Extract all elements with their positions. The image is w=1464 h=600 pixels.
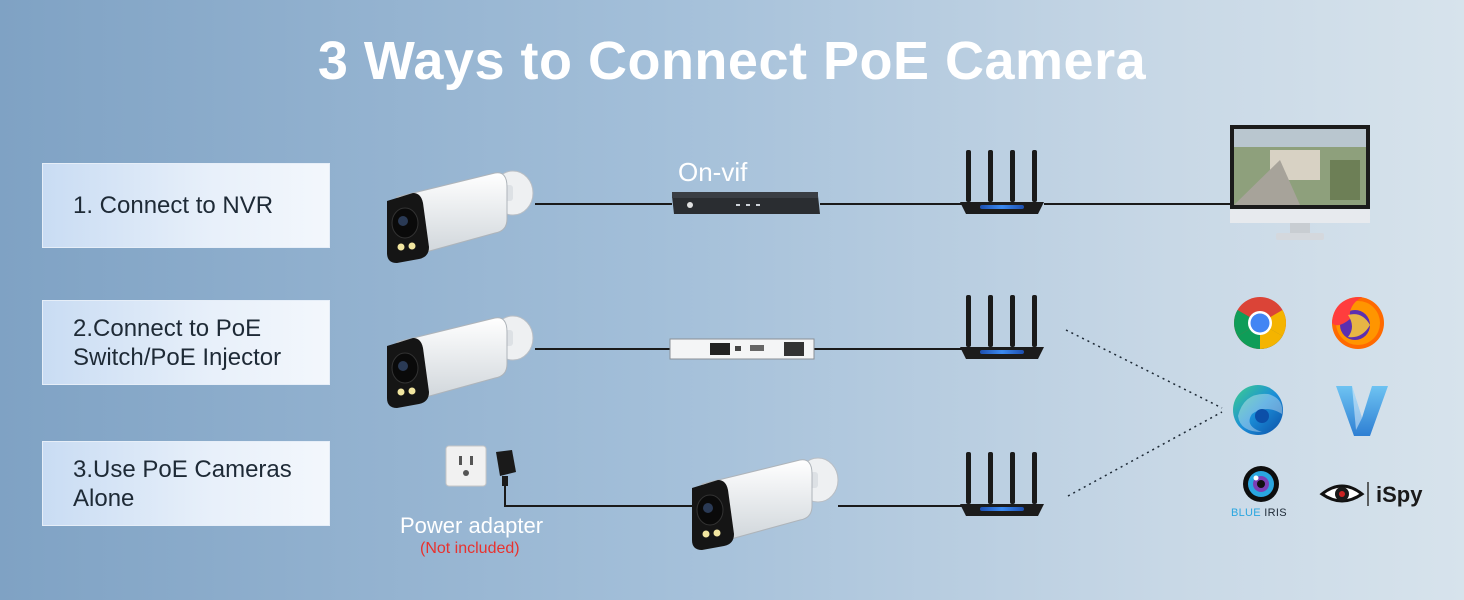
router-icon <box>960 452 1044 516</box>
camera-icon <box>691 457 839 551</box>
option-label: 3.Use PoE Cameras Alone <box>73 455 292 512</box>
router-icon <box>960 295 1044 359</box>
chrome-icon <box>1234 297 1286 349</box>
blue-iris-label-a: BLUE <box>1231 507 1261 519</box>
page-title: 3 Ways to Connect PoE Camera <box>317 31 1147 91</box>
cable-line <box>504 486 694 507</box>
camera-icon <box>386 315 534 409</box>
router-icon <box>960 150 1044 214</box>
option-use-alone: 3.Use PoE Cameras Alone <box>42 441 330 526</box>
option-label: 2.Connect to PoE Switch/PoE Injector <box>73 314 282 371</box>
blue-iris-label-b: IRIS <box>1264 507 1287 519</box>
vlc-v-icon <box>1336 386 1388 436</box>
ispy-eye-icon <box>1319 482 1369 506</box>
wall-outlet-icon <box>445 445 487 487</box>
nvr-icon <box>672 192 820 214</box>
not-included-label: (Not included) <box>420 540 520 557</box>
power-adapter-icon <box>496 450 516 486</box>
blue-iris-icon <box>1243 466 1279 502</box>
ispy-label: iSpy <box>1376 482 1423 507</box>
dotted-connector <box>1065 329 1223 409</box>
option-label: 1. Connect to NVR <box>73 192 274 219</box>
onvif-label: On-vif <box>678 157 748 187</box>
monitor-icon <box>1230 125 1370 240</box>
firefox-icon <box>1332 297 1384 349</box>
option-connect-poe-switch: 2.Connect to PoE Switch/PoE Injector <box>42 300 330 385</box>
dotted-connector <box>1067 411 1223 497</box>
power-adapter-label: Power adapter <box>400 513 544 538</box>
camera-icon <box>386 170 534 264</box>
option-connect-nvr: 1. Connect to NVR <box>42 163 330 248</box>
edge-icon <box>1233 385 1283 435</box>
blue-iris-label: BLUE IRIS <box>1231 507 1287 519</box>
poe-switch-icon <box>669 338 815 360</box>
